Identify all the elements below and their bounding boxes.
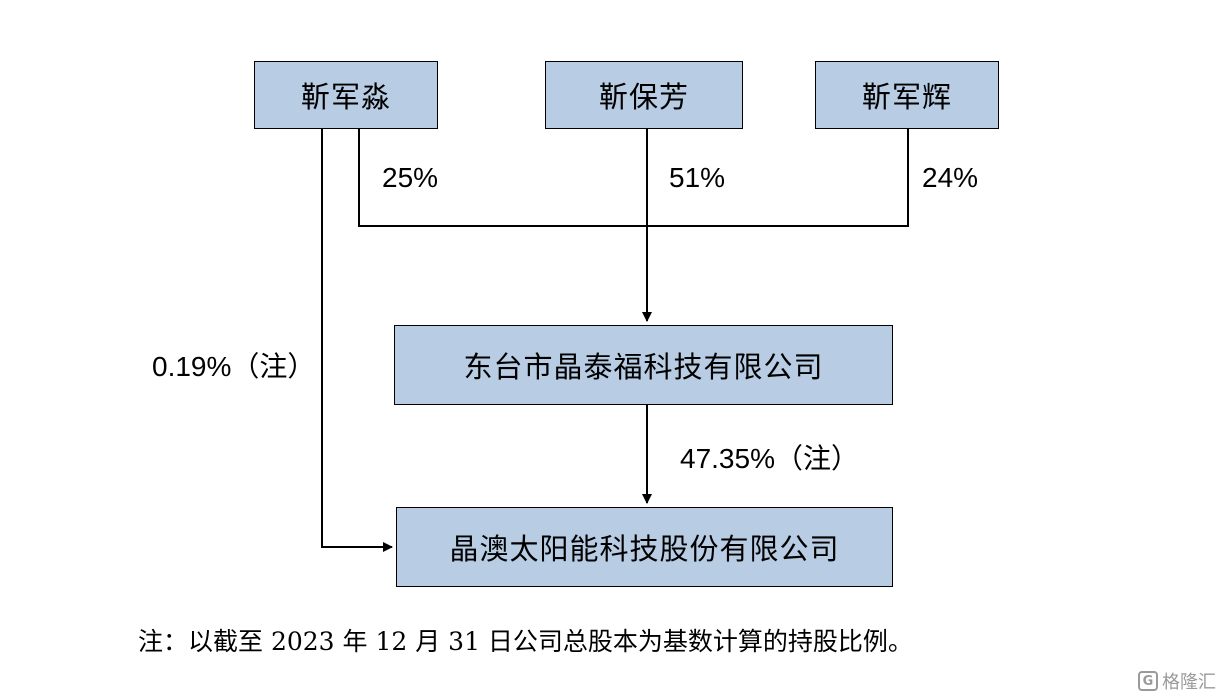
line-junmiao-to-junction	[358, 129, 647, 227]
target-company-box: 晶澳太阳能科技股份有限公司	[396, 507, 893, 587]
holding-share-label: 47.35%（注）	[680, 443, 859, 474]
holding-company-name: 东台市晶泰福科技有限公司	[463, 350, 824, 384]
target-company-name: 晶澳太阳能科技股份有限公司	[449, 532, 840, 566]
line-junhui-to-junction	[647, 129, 909, 227]
watermark-text: 格隆汇	[1162, 672, 1216, 693]
footnote: 注：以截至 2023 年 12 月 31 日公司总股本为基数计算的持股比例。	[138, 627, 913, 656]
shareholder-box-jin-junhui: 靳军辉	[815, 61, 999, 129]
holding-company-box: 东台市晶泰福科技有限公司	[394, 325, 893, 405]
shareholder-box-jin-junmiao: 靳军淼	[254, 61, 438, 129]
shareholder-box-jin-baofang: 靳保芳	[545, 61, 743, 129]
shareholder-name: 靳军淼	[300, 80, 391, 114]
share-label-jin-junhui: 24%	[922, 162, 979, 193]
shareholder-name: 靳军辉	[861, 80, 952, 114]
share-label-jin-junmiao: 25%	[382, 162, 439, 193]
direct-share-label: 0.19%（注）	[152, 351, 316, 382]
watermark-logo-icon: G	[1138, 671, 1158, 691]
shareholder-name: 靳保芳	[598, 80, 689, 114]
share-label-jin-baofang: 51%	[669, 162, 726, 193]
line-junmiao-direct	[321, 129, 393, 552]
watermark: G 格隆汇	[1138, 668, 1216, 694]
